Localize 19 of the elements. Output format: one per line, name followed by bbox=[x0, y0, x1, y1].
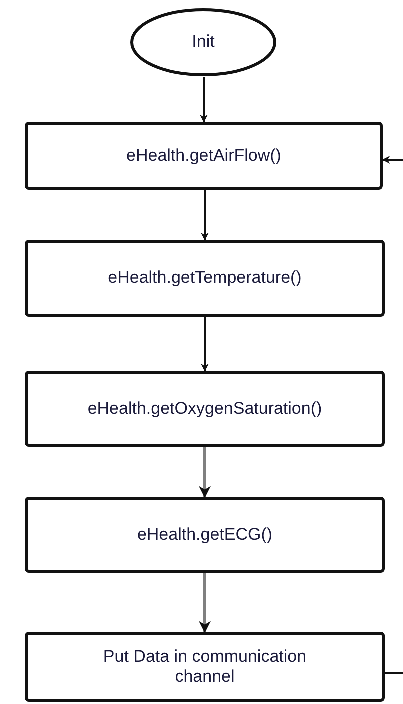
node-text: eHealth.getECG() bbox=[136, 524, 274, 546]
arrow bbox=[382, 156, 403, 164]
arrow bbox=[201, 190, 209, 241]
node-text: eHealth.getTemperature() bbox=[107, 268, 303, 289]
process-box bbox=[25, 632, 385, 702]
arrow bbox=[199, 573, 211, 634]
process-box bbox=[25, 497, 385, 573]
process-box bbox=[25, 371, 385, 447]
node-text: eHealth.getAirFlow() bbox=[126, 146, 282, 166]
node-text: Put Data in communication channel bbox=[102, 646, 308, 688]
connector-line bbox=[385, 672, 403, 674]
node-text: eHealth.getOxygenSaturation() bbox=[86, 398, 324, 420]
process-box bbox=[25, 122, 383, 190]
arrow bbox=[200, 77, 208, 123]
start-ellipse bbox=[130, 8, 277, 77]
arrow bbox=[199, 447, 211, 498]
process-box bbox=[25, 240, 385, 317]
node-text: Init bbox=[191, 32, 216, 53]
arrow bbox=[201, 317, 209, 372]
